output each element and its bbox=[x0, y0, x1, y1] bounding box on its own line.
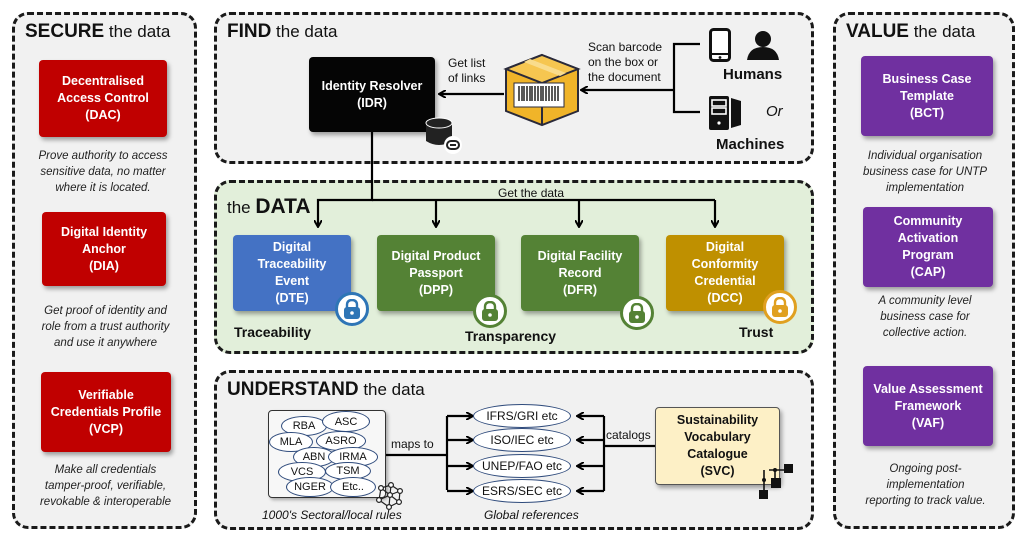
humans-label: Humans bbox=[723, 66, 783, 83]
rule-abn: ABN bbox=[293, 447, 335, 467]
rule-nger: NGER bbox=[286, 477, 334, 497]
understand-title: UNDERSTAND the data bbox=[227, 379, 425, 400]
reference-ifrs-gri: IFRS/GRI etc bbox=[473, 404, 571, 428]
reference-esrs-sec: ESRS/SEC etc bbox=[473, 479, 571, 503]
scan-barcode-label: Scan barcode on the box or the document bbox=[588, 40, 663, 84]
category-trust: Trust bbox=[739, 324, 774, 340]
barcode-box-icon bbox=[503, 53, 581, 127]
reference-unep-fao: UNEP/FAO etc bbox=[473, 454, 571, 478]
cap-description: A community level business case for coll… bbox=[878, 295, 972, 339]
dcc-box[interactable]: Digital Conformity Credential (DCC) bbox=[666, 235, 784, 311]
secure-title: SECURE the data bbox=[25, 21, 171, 42]
bct-box[interactable]: Business Case Template (BCT) bbox=[861, 56, 993, 136]
catalogs-label: catalogs bbox=[606, 428, 651, 442]
or-label: Or bbox=[766, 103, 783, 120]
rule-mla: MLA bbox=[269, 432, 313, 452]
bct-description: Individual organisation business case fo… bbox=[863, 150, 987, 194]
rules-caption: 1000's Sectoral/local rules bbox=[262, 508, 402, 522]
category-transparency: Transparency bbox=[465, 328, 557, 344]
svc-box[interactable]: Sustainability Vocabulary Catalogue (SVC… bbox=[655, 407, 780, 485]
dte-box[interactable]: Digital Traceability Event (DTE) bbox=[233, 235, 351, 311]
find-title: FIND the data bbox=[227, 21, 338, 42]
reference-iso-iec: ISO/IEC etc bbox=[473, 428, 571, 452]
person-icon bbox=[747, 31, 779, 60]
rule-asc: ASC bbox=[322, 411, 370, 432]
data-title: the DATA bbox=[227, 195, 311, 218]
computer-tower-icon bbox=[709, 96, 741, 130]
dfr-box[interactable]: Digital Facility Record (DFR) bbox=[521, 235, 639, 311]
value-title: VALUE the data bbox=[846, 21, 976, 42]
dpp-lock-icon bbox=[473, 294, 507, 328]
dac-description: Prove authority to access sensitive data… bbox=[38, 150, 168, 194]
dia-box[interactable]: Digital Identity Anchor (DIA) bbox=[42, 212, 166, 286]
smartphone-icon bbox=[709, 28, 731, 62]
dac-box[interactable]: Decentralised Access Control (DAC) bbox=[39, 60, 167, 137]
get-list-label: Get list of links bbox=[448, 56, 486, 85]
hierarchy-icon bbox=[759, 464, 793, 499]
references-caption: Global references bbox=[484, 508, 579, 522]
dfr-lock-icon bbox=[620, 296, 654, 330]
network-icon bbox=[375, 482, 404, 510]
machines-label: Machines bbox=[716, 136, 785, 153]
rule-etc: Etc.. bbox=[330, 477, 376, 497]
vcp-description: Make all credentials tamper-proof, verif… bbox=[39, 464, 172, 508]
category-traceability: Traceability bbox=[234, 324, 312, 340]
maps-to-label: maps to bbox=[391, 437, 434, 451]
vcp-box[interactable]: Verifiable Credentials Profile (VCP) bbox=[41, 372, 171, 452]
get-the-data-label: Get the data bbox=[498, 186, 565, 200]
rule-asro: ASRO bbox=[316, 431, 366, 451]
vaf-description: Ongoing post- implementation reporting t… bbox=[865, 463, 986, 507]
dcc-lock-icon bbox=[763, 290, 797, 324]
cap-box[interactable]: Community Activation Program (CAP) bbox=[863, 207, 993, 287]
vaf-box[interactable]: Value Assessment Framework (VAF) bbox=[863, 366, 993, 446]
rule-rba: RBA bbox=[281, 416, 327, 436]
dte-lock-icon bbox=[335, 292, 369, 326]
database-link-icon bbox=[425, 117, 462, 154]
dia-description: Get proof of identity and role from a tr… bbox=[41, 305, 170, 349]
idr-box[interactable]: Identity Resolver (IDR) bbox=[309, 57, 435, 132]
dpp-box[interactable]: Digital Product Passport (DPP) bbox=[377, 235, 495, 311]
